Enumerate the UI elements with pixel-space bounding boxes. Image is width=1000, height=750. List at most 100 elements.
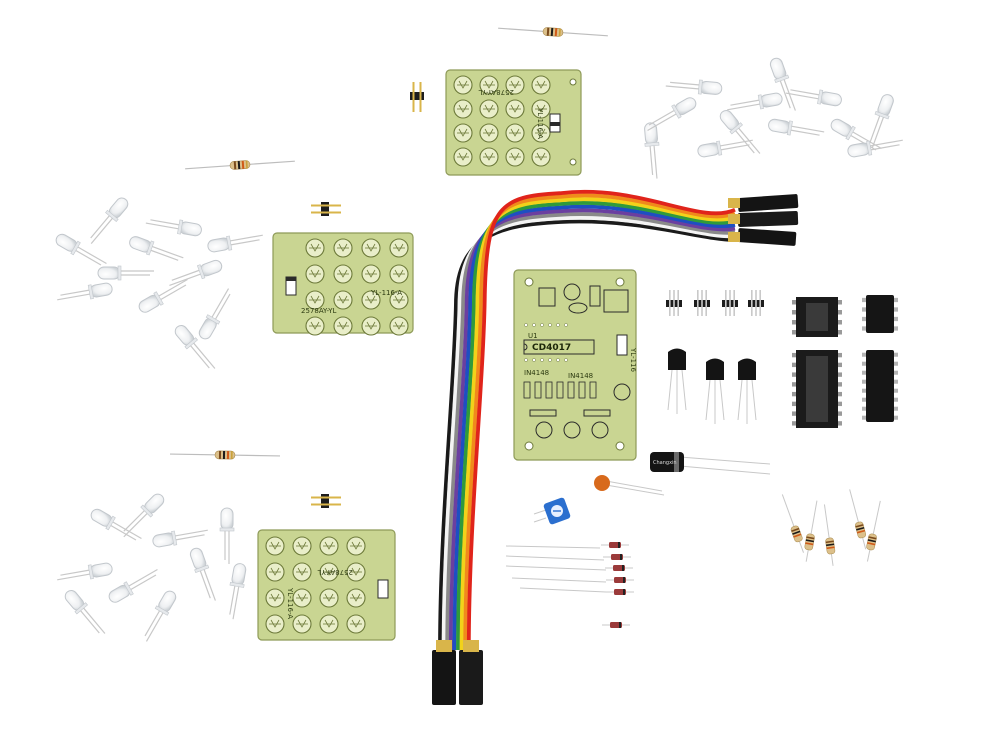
led-pad: [531, 147, 551, 167]
control-board: U1 CD4017 IN4148 IN4148 YL-116: [513, 269, 637, 461]
led-pad: [292, 614, 312, 634]
led-pad: [319, 614, 339, 634]
resistor: [819, 503, 838, 567]
led-pad: [505, 75, 525, 95]
led-pad: [453, 99, 473, 119]
ic-chip-16: [862, 350, 898, 422]
diode-label: IN4148: [524, 369, 549, 377]
led-pad: [505, 99, 525, 119]
led-pad: [265, 536, 285, 556]
led-pad: [479, 123, 499, 143]
board-marking: YL-116: [629, 347, 637, 372]
board-marking: 2578AY-YL: [479, 88, 514, 96]
led-pad: [531, 99, 551, 119]
led-pad: [265, 562, 285, 582]
led-pad: [346, 562, 366, 582]
chip-label: CD4017: [532, 343, 571, 353]
dupont-connector-top: [728, 194, 799, 246]
trimmer-potentiometer: [533, 497, 571, 525]
resistor: [497, 23, 609, 41]
led-pad: [305, 290, 325, 310]
diode: [602, 553, 632, 561]
pin-header-3: [694, 290, 710, 316]
led-pad: [479, 75, 499, 95]
led-pad: [292, 588, 312, 608]
resistor: [169, 449, 281, 461]
led-pad: [389, 316, 409, 336]
ic-socket-16: [792, 350, 842, 428]
diode-group: [505, 541, 635, 629]
led-pad: [479, 99, 499, 119]
led-pad: [292, 536, 312, 556]
led-pad: [505, 123, 525, 143]
led-pad: [479, 147, 499, 167]
led-pad: [265, 588, 285, 608]
led-pad: [361, 290, 381, 310]
board-marking: YL-116-A: [370, 289, 402, 297]
ic-chip-8: [862, 295, 898, 333]
led-pad: [292, 562, 312, 582]
led-pad: [389, 264, 409, 284]
resistor: [801, 499, 822, 563]
led-cluster-bottom-left: [55, 490, 249, 645]
ribbon-cable: [438, 189, 736, 651]
pcb-holes: [524, 323, 568, 362]
pin-header-3: [748, 290, 764, 316]
led-pad: [505, 147, 525, 167]
led-pad: [319, 562, 339, 582]
electrolytic-capacitor: Changxin: [650, 452, 771, 475]
ribbon-wire: [463, 193, 736, 651]
led-pad: [333, 316, 353, 336]
ribbon-wire: [459, 197, 736, 651]
led-pad: [361, 264, 381, 284]
capacitor-label: Changxin: [653, 460, 677, 466]
diode: [604, 564, 634, 572]
ceramic-capacitor: [594, 475, 665, 496]
led-cluster-top-right: [642, 55, 905, 180]
led-pad: [453, 75, 473, 95]
pin-header: [410, 82, 424, 112]
diode-label: IN4148: [568, 372, 593, 380]
led-pad: [453, 147, 473, 167]
led-pad: [531, 123, 551, 143]
pin-header: [311, 202, 341, 216]
led-pad: [346, 588, 366, 608]
resistor: [863, 499, 885, 563]
led-pad: [389, 238, 409, 258]
resistor: [845, 487, 871, 551]
pin-header-3: [666, 290, 682, 316]
board-marking: YL-116-A: [286, 587, 294, 619]
pin-header: [311, 494, 341, 508]
led-pad: [346, 536, 366, 556]
led-pad-grid: [305, 238, 409, 336]
led-pad: [305, 316, 325, 336]
led-pad: [319, 536, 339, 556]
dupont-connector-bottom: [432, 640, 483, 705]
resistor-group: [778, 487, 885, 567]
led-pad: [453, 123, 473, 143]
led-cluster-left: [52, 194, 265, 375]
pin-header-3: [722, 290, 738, 316]
led-pad: [361, 238, 381, 258]
transistor: [737, 358, 757, 425]
diode: [605, 588, 635, 596]
ref-label: U1: [528, 332, 538, 340]
diode: [601, 621, 631, 629]
led-pad: [305, 238, 325, 258]
led-matrix-board-bottom: YL-116-A 2578AY-YL: [257, 529, 396, 641]
led-pad: [333, 264, 353, 284]
board-marking: 2578AY-YL: [318, 568, 353, 576]
transistor: [705, 358, 725, 425]
board-marking: 2578AY-YL: [301, 307, 336, 315]
led-pad: [531, 75, 551, 95]
led-pad: [389, 290, 409, 310]
ic-socket-8: [792, 297, 842, 337]
led-pad: [333, 238, 353, 258]
resistor: [778, 492, 808, 555]
led-pad: [346, 614, 366, 634]
diode: [600, 541, 630, 549]
diode-footprints: [523, 381, 597, 399]
led-pad-grid: [453, 75, 551, 167]
board-marking: YL-116-A: [536, 107, 544, 139]
